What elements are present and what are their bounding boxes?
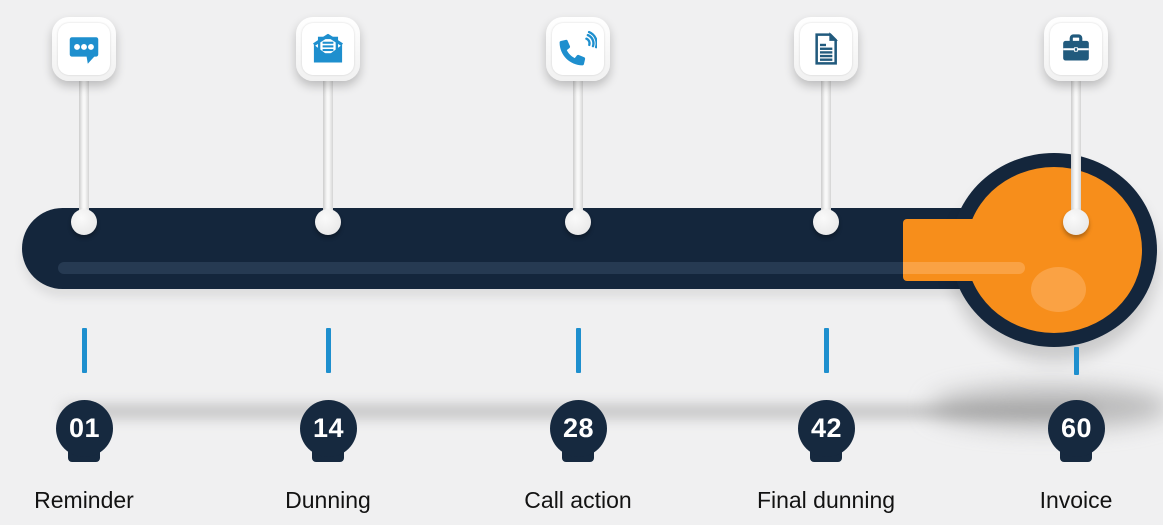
open-envelope-letter-icon [309, 30, 347, 68]
invoice-ball-highlight [1031, 267, 1086, 312]
day-badge: 14 [300, 400, 357, 457]
day-badge: 60 [1048, 400, 1105, 457]
day-badge: 28 [550, 400, 607, 457]
timeline-node-dot [813, 209, 839, 235]
stage-invoice: 60 Invoice [966, 0, 1163, 525]
day-number: 42 [810, 413, 843, 443]
timeline-node-dot [315, 209, 341, 235]
stage-reminder: 01 Reminder [0, 0, 194, 525]
day-number: 14 [312, 413, 345, 443]
timeline-node-dot [565, 209, 591, 235]
chat-dots-icon [65, 30, 103, 68]
connector-stem [573, 74, 583, 224]
connector-stem [323, 74, 333, 224]
icon-card-inner [800, 23, 852, 75]
icon-card-inner [58, 23, 110, 75]
document-icon [807, 30, 845, 68]
icon-card [1044, 17, 1108, 81]
stage-final-dunning: 42 Final dunning [716, 0, 936, 525]
timeline-bar-inner-stripe [58, 262, 903, 274]
connector-stem [79, 74, 89, 224]
timeline-node-dot [1063, 209, 1089, 235]
briefcase-icon [1057, 30, 1095, 68]
stage-call-action: 28 Call action [468, 0, 688, 525]
stage-label: Call action [524, 487, 632, 513]
invoice-arm-stripe [903, 262, 1025, 274]
icon-card-inner [552, 23, 604, 75]
day-badge: 01 [56, 400, 113, 457]
icon-card [52, 17, 116, 81]
timeline-bar [22, 208, 967, 289]
day-tick [326, 328, 331, 373]
stage-label: Invoice [1039, 487, 1113, 513]
stage-dunning: 14 Dunning [218, 0, 438, 525]
stage-label: Dunning [285, 487, 371, 513]
stage-label: Reminder [34, 487, 134, 513]
day-number: 28 [562, 413, 595, 443]
day-tick [82, 328, 87, 373]
icon-card [296, 17, 360, 81]
icon-card [546, 17, 610, 81]
icon-card [794, 17, 858, 81]
icon-card-inner [302, 23, 354, 75]
connector-stem [821, 74, 831, 224]
day-tick [1074, 347, 1079, 375]
phone-call-icon [559, 30, 597, 68]
day-number: 60 [1060, 413, 1093, 443]
day-badge: 42 [798, 400, 855, 457]
icon-card-inner [1050, 23, 1102, 75]
day-tick [576, 328, 581, 373]
day-tick [824, 328, 829, 373]
invoice-ball-shadow [930, 386, 1163, 428]
stage-label: Final dunning [756, 487, 896, 513]
connector-stem [1071, 74, 1081, 224]
day-number: 01 [68, 413, 101, 443]
timeline-node-dot [71, 209, 97, 235]
